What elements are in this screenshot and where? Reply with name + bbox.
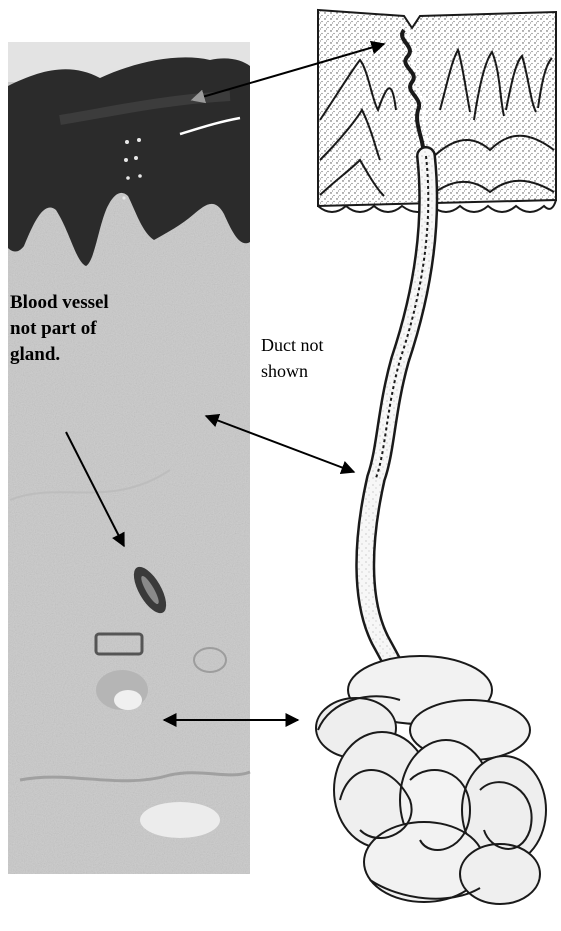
secretory-coil <box>316 656 546 904</box>
gland-illustration <box>316 10 556 904</box>
blood-vessel-label: Blood vessel not part of gland. <box>10 290 109 368</box>
micrograph-panel <box>8 42 250 874</box>
duct-label: Duct not shown <box>261 332 324 384</box>
